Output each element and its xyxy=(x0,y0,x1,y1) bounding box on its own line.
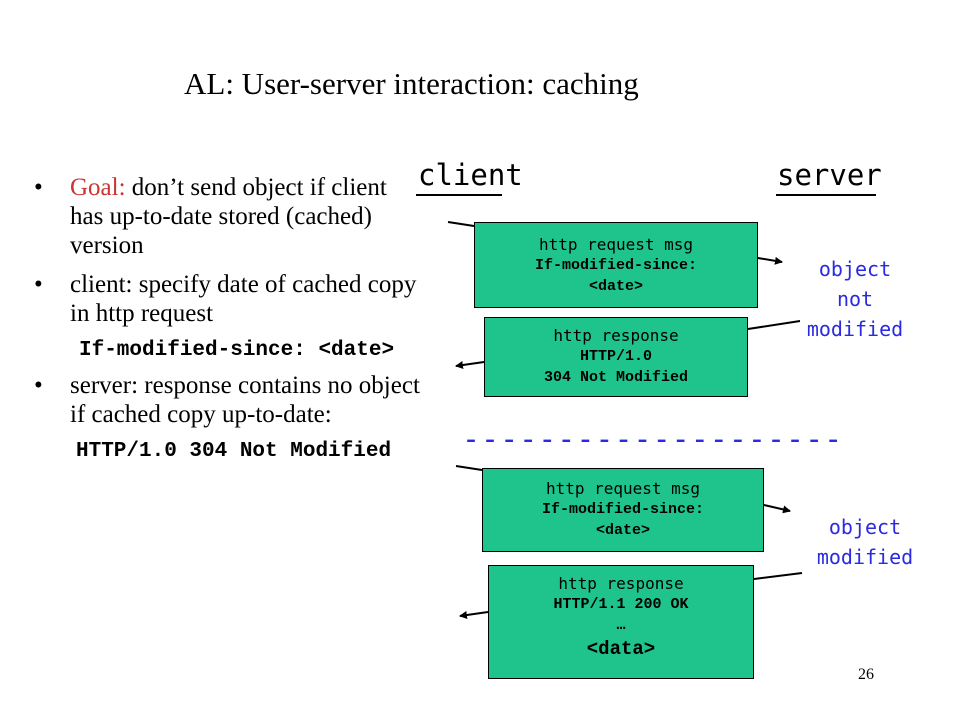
arrow-line xyxy=(447,221,475,227)
box-line: http request msg xyxy=(545,479,701,498)
bullet-dot-icon: • xyxy=(34,271,43,298)
goal-text: don’t send object if client has up-to-da… xyxy=(70,174,387,259)
slide-title: AL: User-server interaction: caching xyxy=(184,66,639,101)
separator-dashes: -------------------- xyxy=(462,422,844,457)
box-line: If-modified-since: xyxy=(534,257,698,274)
status-line: not xyxy=(836,287,874,311)
box-line: If-modified-since: xyxy=(541,501,705,518)
arrow-line xyxy=(753,572,803,580)
bullet-dot-icon: • xyxy=(34,174,43,201)
arrow-line xyxy=(455,465,483,471)
status-line: modified xyxy=(806,317,904,341)
bullet-list: • Goal: don’t send object if client has u… xyxy=(34,173,424,464)
status-line: modified xyxy=(816,545,914,569)
box-line: <data> xyxy=(586,638,656,660)
box-line: http response xyxy=(558,574,684,593)
box-line: http request msg xyxy=(538,235,694,254)
client-text: client: specify date of cached copy in h… xyxy=(70,271,417,327)
response-box-top: http response HTTP/1.0 304 Not Modified xyxy=(484,317,748,397)
server-text: server: response contains no object if c… xyxy=(70,372,420,428)
client-code: If-modified-since: <date> xyxy=(79,339,395,362)
page-number: 26 xyxy=(858,666,874,683)
client-underline xyxy=(416,194,502,196)
box-line: HTTP/1.1 200 OK xyxy=(553,596,689,613)
box-line: <date> xyxy=(595,522,650,539)
request-box-bottom: http request msg If-modified-since: <dat… xyxy=(482,468,764,552)
bullet-goal: • Goal: don’t send object if client has u… xyxy=(34,173,424,260)
arrow-line xyxy=(747,320,801,330)
status-modified: object modified xyxy=(800,512,930,572)
server-code: HTTP/1.0 304 Not Modified xyxy=(76,440,392,463)
bullet-dot-icon: • xyxy=(34,372,43,399)
server-underline xyxy=(776,194,876,196)
arrow-line xyxy=(757,256,783,265)
request-box-top: http request msg If-modified-since: <dat… xyxy=(474,222,758,308)
box-line: http response xyxy=(553,326,679,345)
box-line: … xyxy=(616,617,626,634)
status-line: object xyxy=(818,257,892,281)
box-line: <date> xyxy=(588,278,643,295)
arrow-line xyxy=(455,361,485,369)
bullet-client: • client: specify date of cached copy in … xyxy=(34,270,424,328)
server-label: server xyxy=(777,158,882,192)
status-line: object xyxy=(828,515,902,539)
box-line: HTTP/1.0 xyxy=(579,348,652,365)
arrow-line xyxy=(459,611,489,619)
client-label: client xyxy=(418,158,523,192)
box-line: 304 Not Modified xyxy=(543,369,689,386)
arrow-line xyxy=(763,504,791,514)
bullet-server: • server: response contains no object if … xyxy=(34,371,424,429)
status-not-modified: object not modified xyxy=(790,254,920,344)
goal-label: Goal: xyxy=(70,174,126,201)
response-box-bottom: http response HTTP/1.1 200 OK … <data> xyxy=(488,565,754,679)
